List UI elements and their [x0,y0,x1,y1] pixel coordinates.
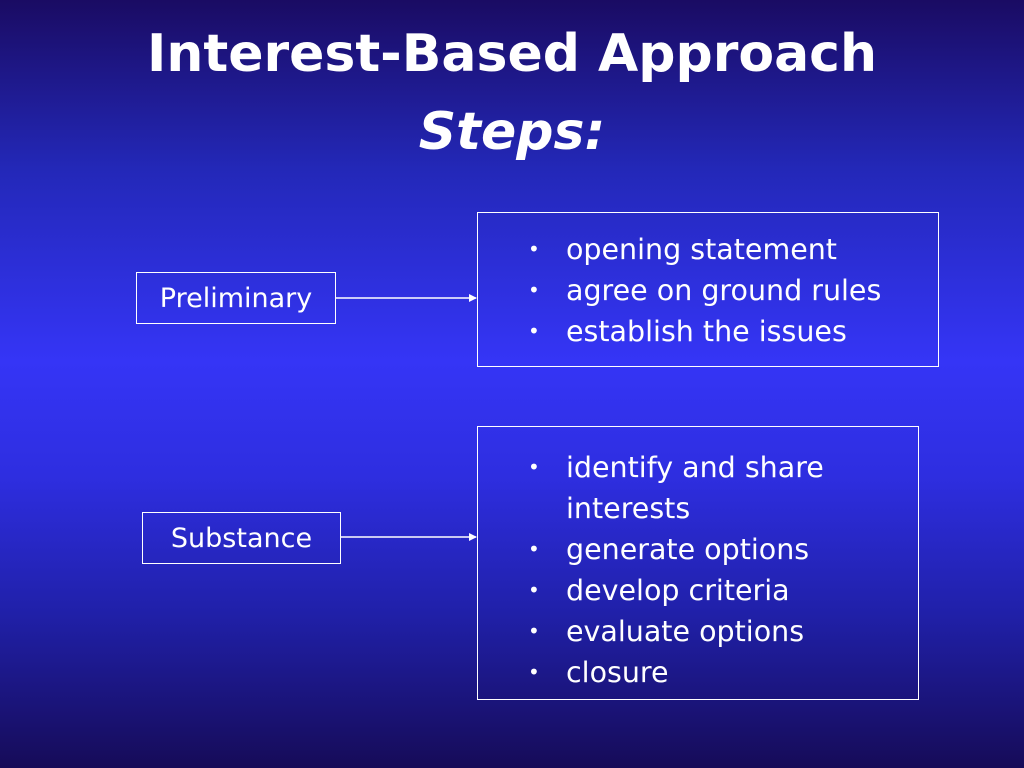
stage-label-substance: Substance [170,522,313,554]
bullet-icon: • [528,537,540,561]
steps-list-preliminary: •opening statement •agree on ground rule… [528,229,928,352]
slide-title: Interest-Based Approach [146,24,878,84]
list-item: •closure [528,652,908,693]
steps-box-preliminary: •opening statement •agree on ground rule… [477,212,939,367]
steps-box-substance: •identify and share interests •generate … [477,426,919,700]
bullet-icon: • [528,619,540,643]
list-item: •generate options [528,529,908,570]
bullet-icon: • [528,660,540,684]
list-item: •agree on ground rules [528,270,928,311]
stage-box-preliminary: Preliminary [136,272,336,324]
stage-label-preliminary: Preliminary [159,282,313,314]
list-item: •identify and share interests [528,447,908,529]
slide-subtitle: Steps: [418,102,606,162]
stage-box-substance: Substance [142,512,341,564]
list-item: •establish the issues [528,311,928,352]
bullet-icon: • [528,278,540,302]
bullet-icon: • [528,578,540,602]
list-item: •evaluate options [528,611,908,652]
list-item: •opening statement [528,229,928,270]
bullet-icon: • [528,319,540,343]
list-item: •develop criteria [528,570,908,611]
bullet-icon: • [528,455,540,479]
steps-list-substance: •identify and share interests •generate … [528,447,908,693]
bullet-icon: • [528,237,540,261]
